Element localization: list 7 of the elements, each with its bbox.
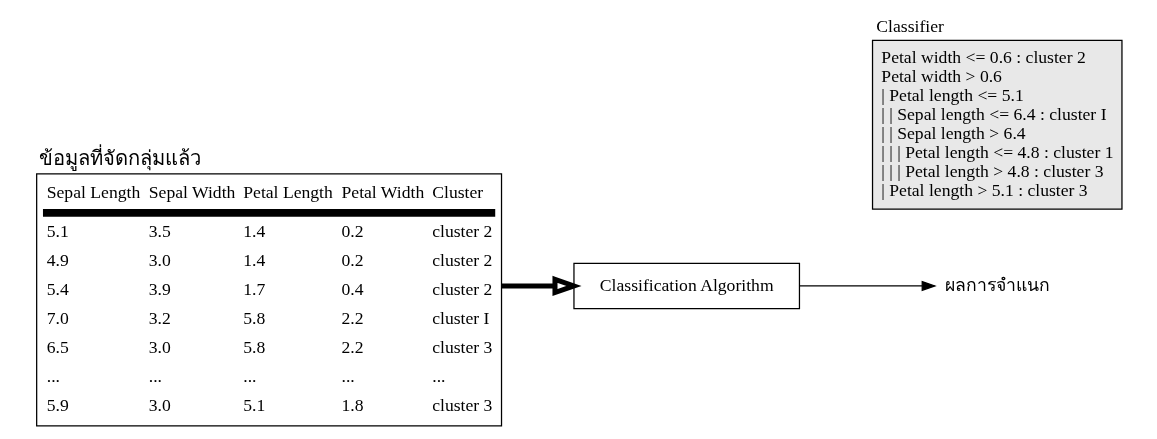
node-label: ข้อมูลที่จัดกลุ่มแล้ว — [38, 145, 201, 170]
node-box: Classification Algorithm — [572, 262, 800, 310]
arrow — [798, 280, 937, 292]
arrow — [500, 275, 581, 297]
node-label: Classifier — [875, 15, 944, 36]
node-box: Sepal Length Sepal Width Petal Length Petal Width Cluster 5.1 3.5 1.4 0.2 cluster 2 4.9 3.0 1.4 0.2 cluster 2 5.4 3.9 1.7 0.4 cluster 2 7.0 3.2 5.8 2.2 cluster I 6.5 3.0 5.8 2.2 cluster 3 ... ... ... ... ... 5.9 3.0 5.1 1.8 cluster 3 — [35, 173, 502, 427]
node-text: ผลการจำแนก — [944, 274, 1050, 295]
